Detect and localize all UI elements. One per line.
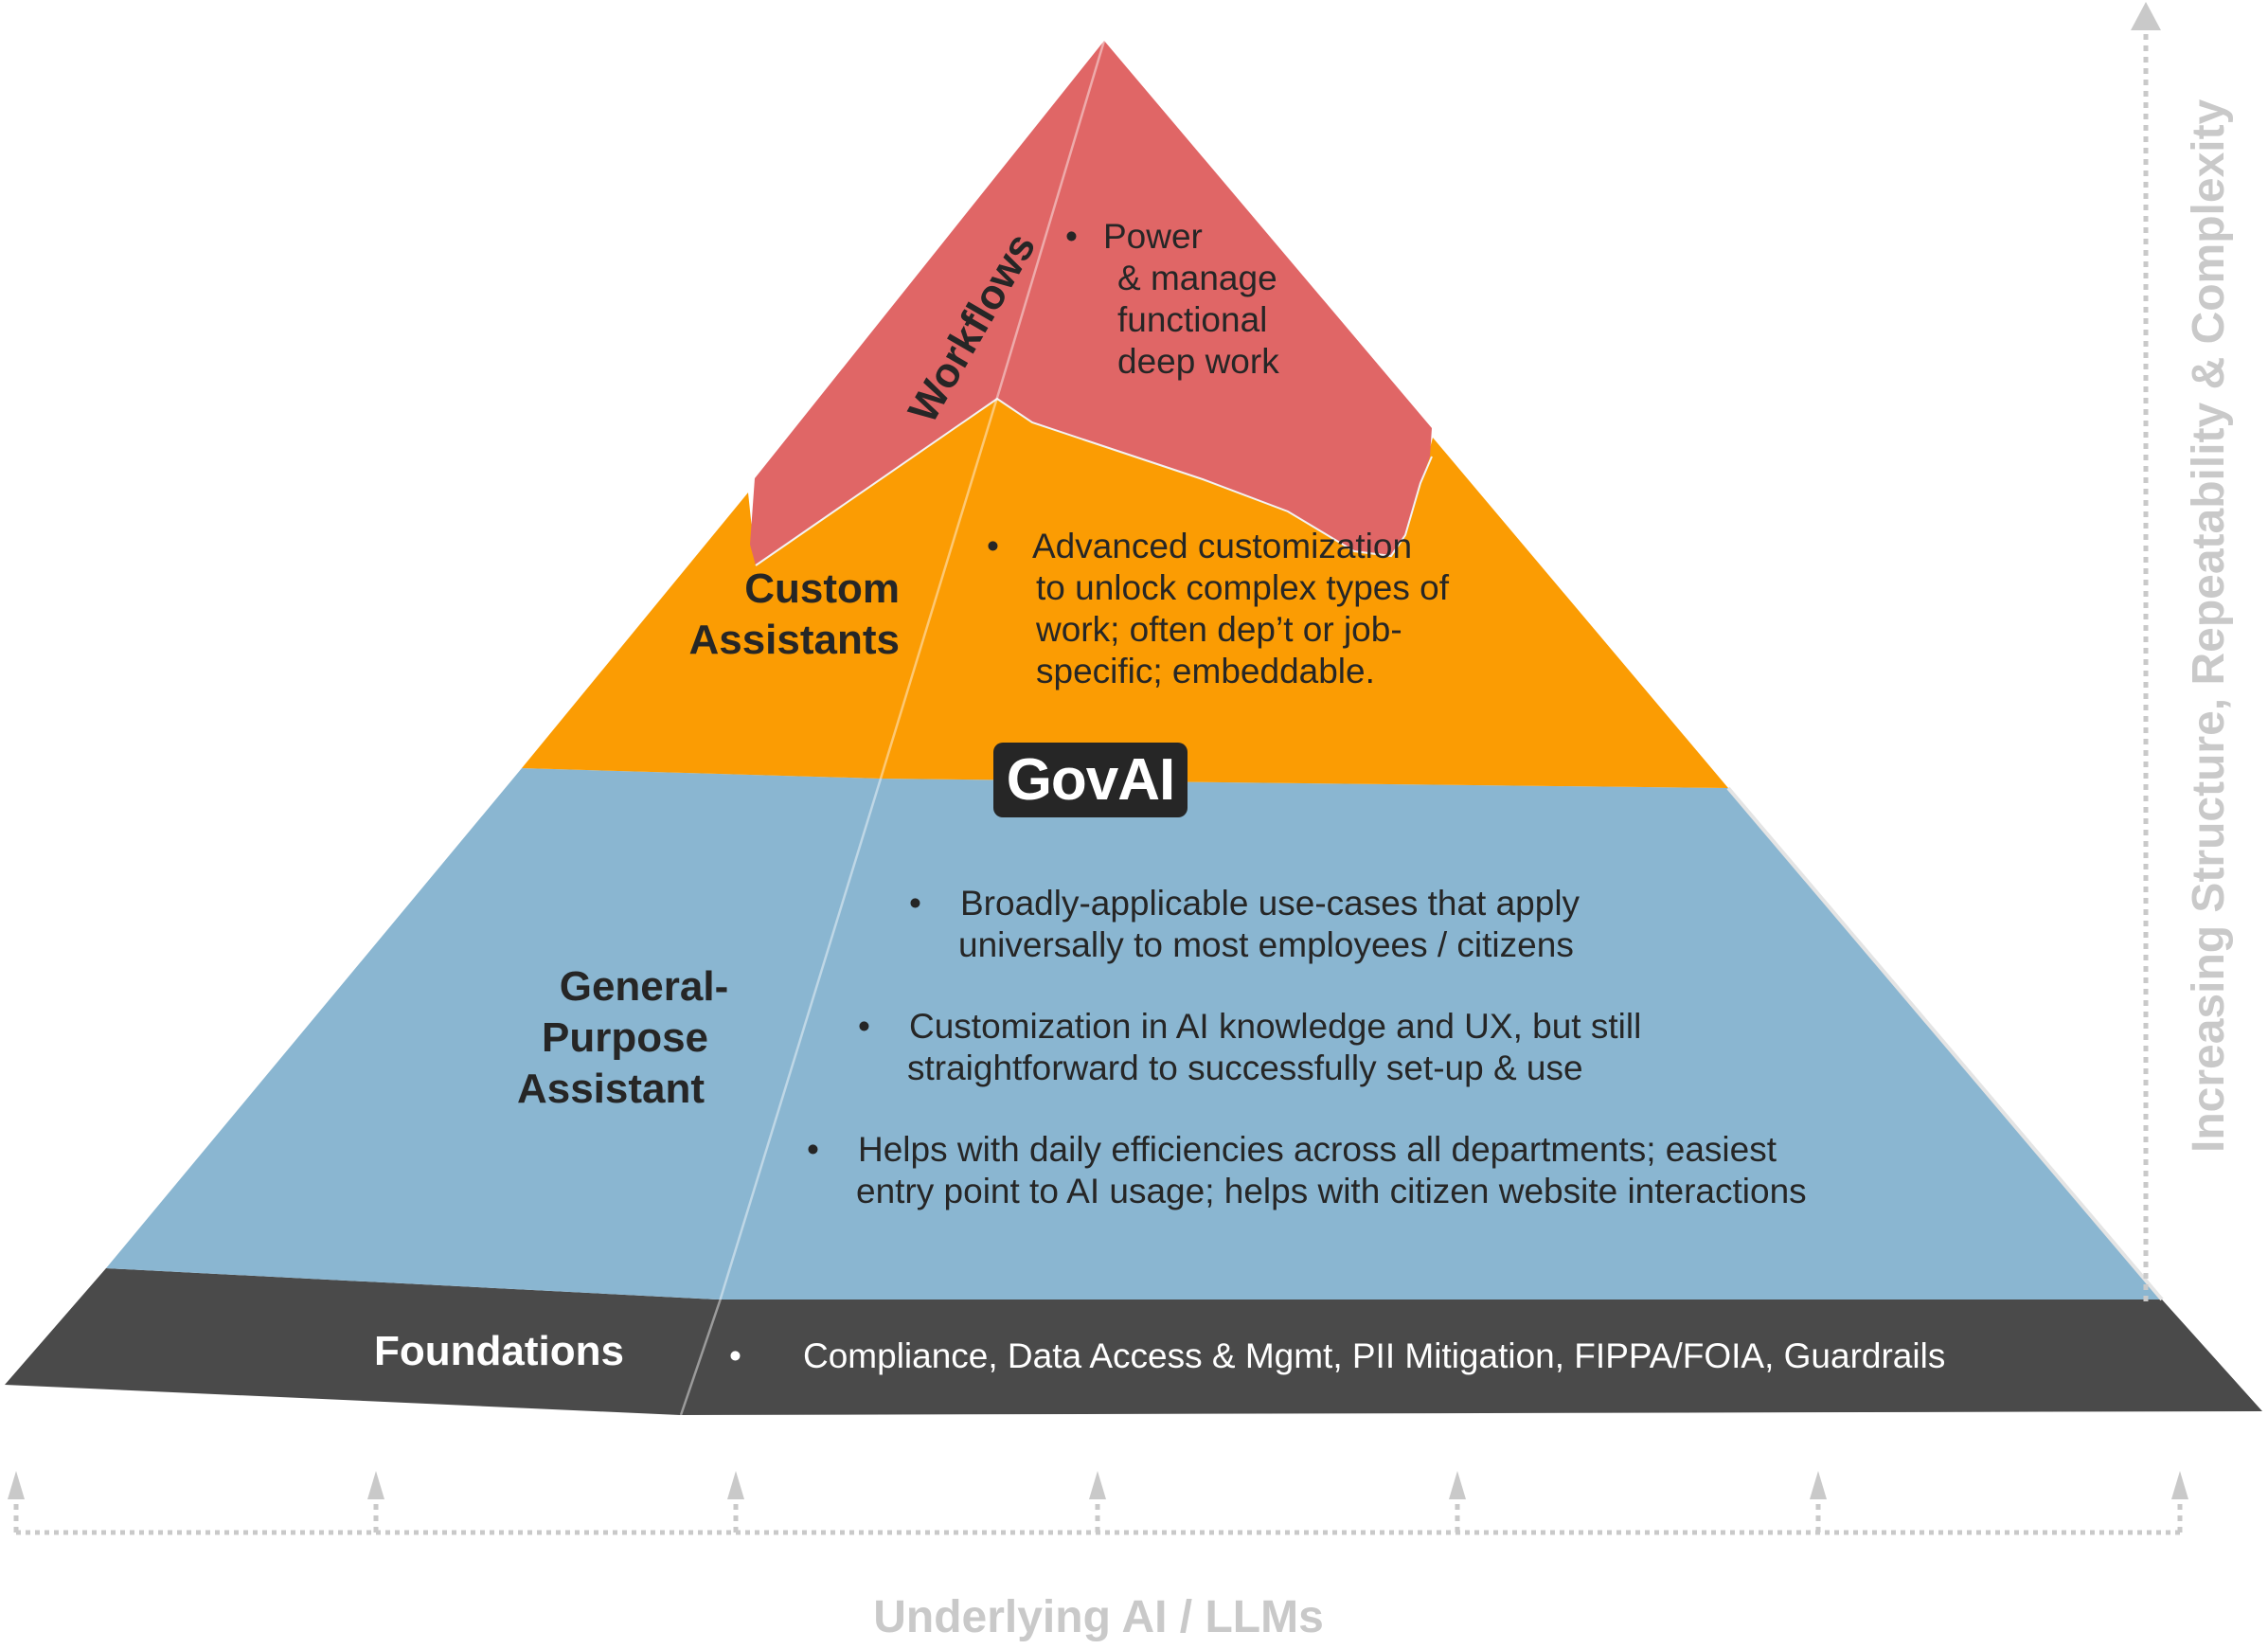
general-purpose-label: General- Purpose Assistant <box>516 963 729 1112</box>
general-purpose-bullet-1: •Broadly-applicable use-cases that apply… <box>909 884 1580 964</box>
bullet-icon: • <box>1065 217 1078 256</box>
x-axis-arrows <box>8 1471 2188 1535</box>
foundations-label: Foundations <box>374 1328 624 1374</box>
general-purpose-bullet-3: •Helps with daily efficiencies across al… <box>807 1130 1807 1210</box>
bullet-icon: • <box>987 527 999 565</box>
general-purpose-layer <box>106 768 2162 1299</box>
y-axis-label: Increasing Structure, Repeatability & Co… <box>2184 99 2234 1154</box>
x-axis-label: Underlying AI / LLMs <box>873 1592 1324 1642</box>
custom-assistants-bullet: •Advanced customization to unlock comple… <box>987 527 1449 690</box>
workflows-bullet: •Power & manage functional deep work <box>1065 217 1279 381</box>
bullet-icon: • <box>729 1336 741 1375</box>
face-divider <box>679 40 1106 1416</box>
bullet-icon: • <box>858 1007 870 1046</box>
custom-assistants-label: Custom Assistants <box>688 565 900 663</box>
govai-logo: GovAI <box>993 743 1188 817</box>
general-purpose-bullet-2: •Customization in AI knowledge and UX, b… <box>858 1007 1642 1087</box>
workflows-edge <box>755 397 1433 566</box>
bullet-icon: • <box>807 1130 819 1169</box>
bullet-icon: • <box>909 884 921 923</box>
foundations-layer <box>5 1268 2262 1415</box>
shadow-edge <box>1726 786 2164 1301</box>
y-axis-arrow <box>2131 2 2161 1301</box>
workflows-layer <box>750 41 1432 565</box>
foundations-bullet: •Compliance, Data Access & Mgmt, PII Mit… <box>729 1336 1946 1375</box>
custom-assistants-layer <box>522 399 1728 788</box>
